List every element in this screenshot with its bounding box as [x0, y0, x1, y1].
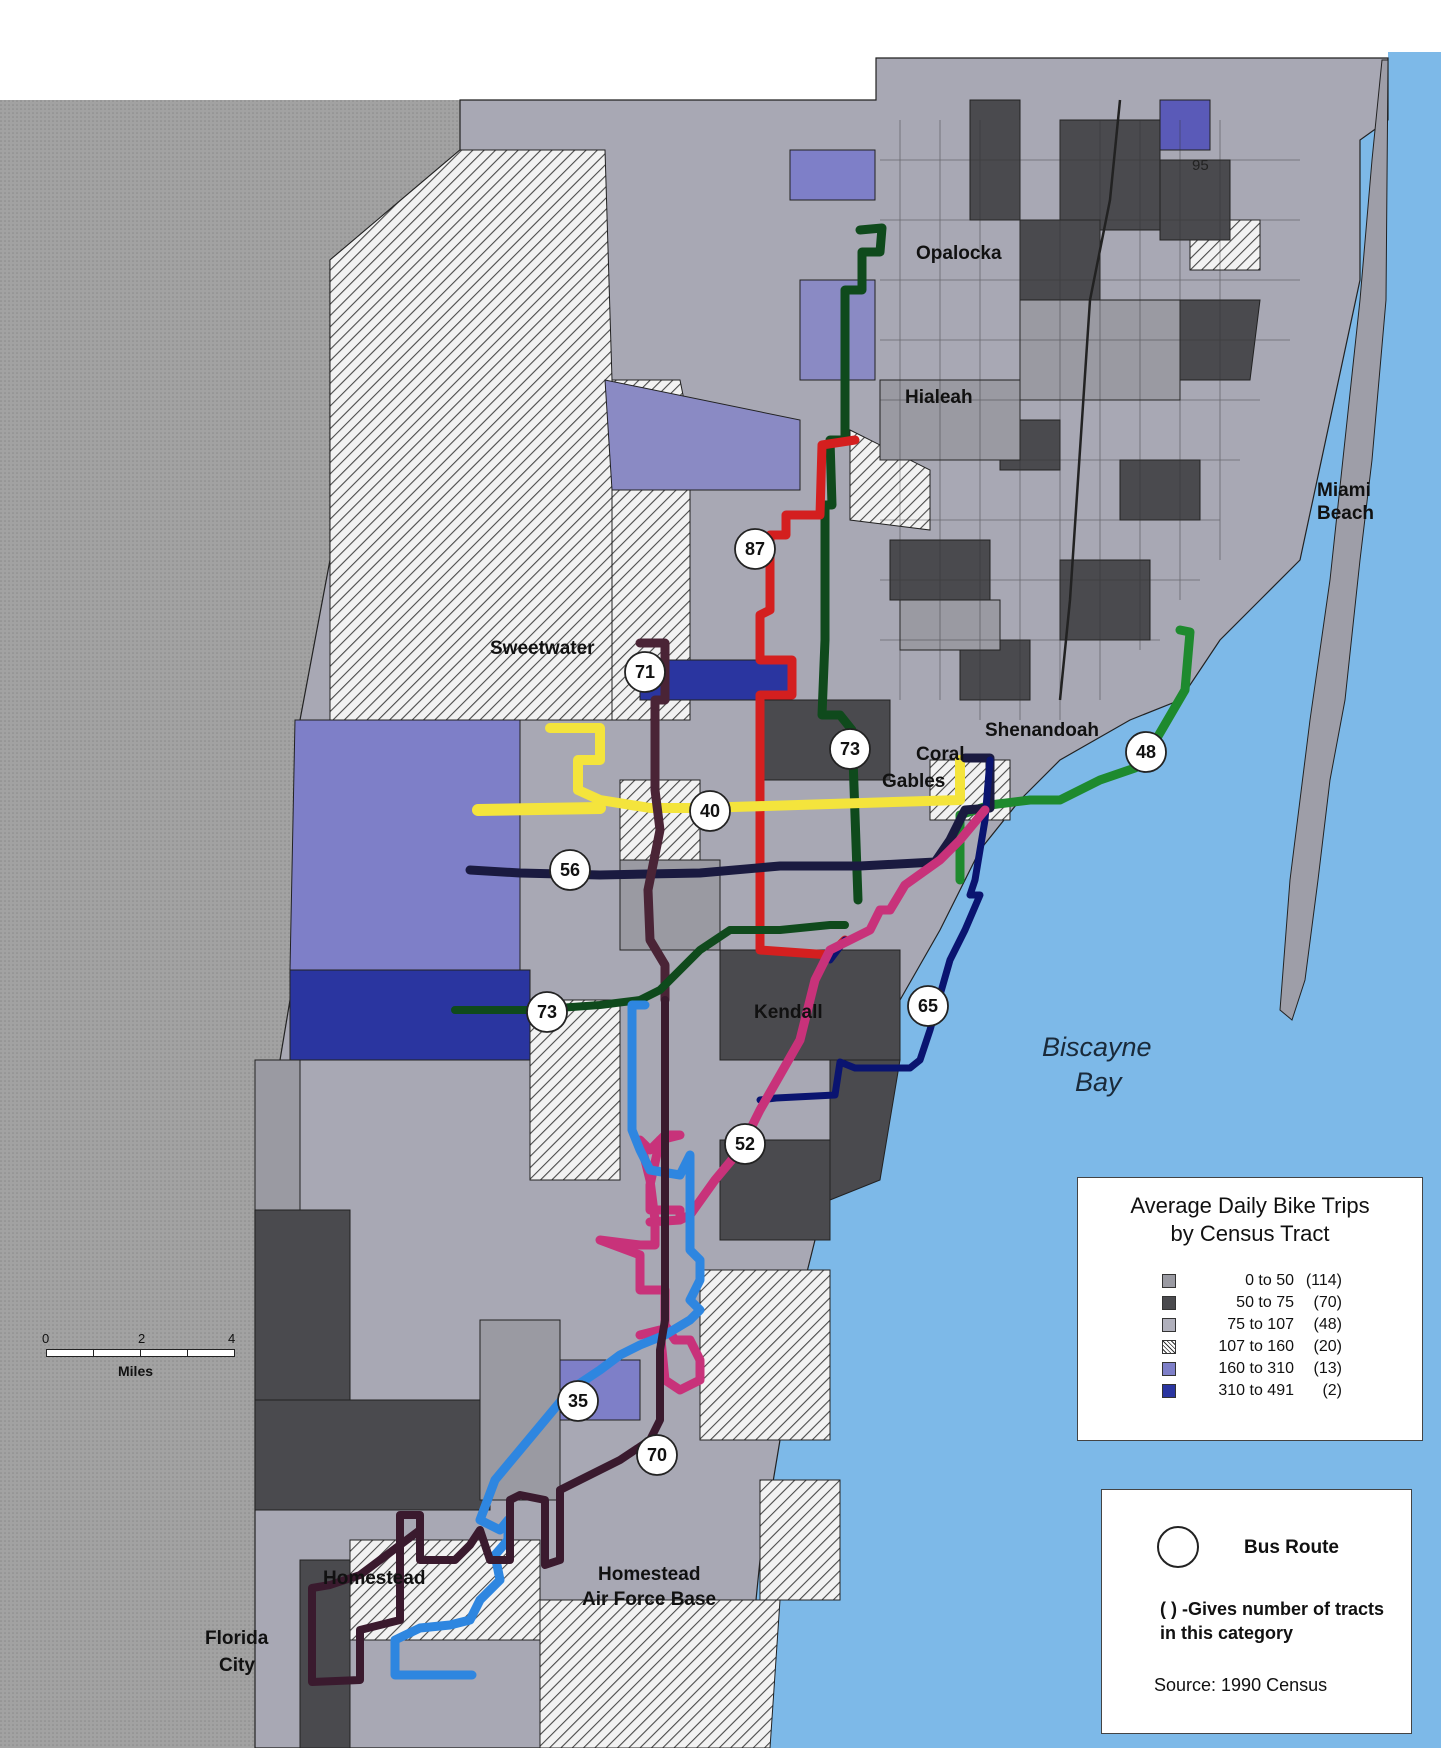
svg-text:52: 52	[735, 1134, 755, 1154]
legend-range: 160 to 310	[1218, 1360, 1294, 1377]
route-marker-65[interactable]: 65	[907, 985, 949, 1027]
label-florida-city-1: Florida	[205, 1628, 269, 1649]
svg-text:71: 71	[635, 662, 655, 682]
label-interstate-95: 95	[1192, 157, 1209, 174]
scale-tick-0: 0	[42, 1331, 50, 1346]
scale-unit: Miles	[118, 1363, 154, 1379]
legend-row: 107 to 160 (20)	[1162, 1336, 1342, 1358]
bus-route-circle-icon	[1157, 1526, 1199, 1568]
scale-bar-graphic	[46, 1349, 235, 1357]
svg-text:73: 73	[840, 739, 860, 759]
route-marker-56[interactable]: 56	[549, 849, 591, 891]
western-county-area	[0, 100, 460, 1748]
legend-swatch	[1162, 1296, 1176, 1310]
route-marker-73-south[interactable]: 73	[526, 991, 568, 1033]
tract-count-note: ( ) -Gives number of tracts in this cate…	[1160, 1599, 1385, 1643]
label-homestead-afb-2: Air Force Base	[582, 1589, 716, 1610]
route-marker-35[interactable]: 35	[557, 1380, 599, 1422]
label-miami-beach-1: Miami	[1317, 480, 1371, 501]
legend-range: 310 to 491	[1218, 1382, 1294, 1399]
label-sweetwater: Sweetwater	[490, 638, 595, 659]
legend-range: 107 to 160	[1218, 1338, 1294, 1355]
route-marker-70[interactable]: 70	[636, 1434, 678, 1476]
label-homestead-afb-1: Homestead	[598, 1564, 700, 1585]
legend-row: 310 to 491 (2)	[1162, 1380, 1342, 1402]
legend-range: 0 to 50	[1245, 1272, 1294, 1289]
legend-swatch	[1162, 1340, 1176, 1354]
route-marker-87[interactable]: 87	[734, 528, 776, 570]
scale-tick-4: 4	[228, 1331, 236, 1346]
label-biscayne-2: Bay	[1075, 1067, 1123, 1097]
legend-title-line2: by Census Tract	[1170, 1221, 1330, 1246]
svg-text:73: 73	[537, 1002, 557, 1022]
label-biscayne-1: Biscayne	[1042, 1032, 1152, 1062]
route-marker-52[interactable]: 52	[724, 1123, 766, 1165]
legend-count: (48)	[1313, 1316, 1342, 1333]
svg-text:70: 70	[647, 1445, 667, 1465]
label-homestead: Homestead	[323, 1568, 425, 1589]
miami-beach-island	[1279, 59, 1389, 1021]
svg-text:40: 40	[700, 801, 720, 821]
route-40-west-line	[472, 802, 606, 816]
svg-text:35: 35	[568, 1391, 588, 1411]
label-coral-gables-1: Coral	[916, 744, 965, 765]
route-markers: 87 71 73 48 40 56 73 65 52 35 70	[526, 528, 1167, 1476]
scale-tick-2: 2	[138, 1331, 146, 1346]
route-70-line	[308, 996, 669, 1686]
legend-row: 0 to 50 (114)	[1162, 1270, 1342, 1292]
route-marker-40[interactable]: 40	[689, 790, 731, 832]
legend-count: (70)	[1313, 1294, 1342, 1311]
source-note: Source: 1990 Census	[1154, 1675, 1328, 1695]
legend-count: (2)	[1322, 1382, 1342, 1399]
label-hialeah: Hialeah	[905, 387, 973, 408]
legend-range: 50 to 75	[1236, 1294, 1294, 1311]
route-35-line	[390, 1000, 705, 1680]
label-shenandoah: Shenandoah	[985, 720, 1099, 741]
label-miami-beach-2: Beach	[1317, 503, 1374, 524]
bus-route-legend: Bus Route ( ) -Gives number of tracts in…	[1101, 1489, 1412, 1734]
svg-text:87: 87	[745, 539, 765, 559]
top-margin	[0, 0, 1441, 100]
census-tract-legend: Average Daily Bike Trips by Census Tract…	[1077, 1177, 1423, 1441]
label-opalocka: Opalocka	[916, 243, 1002, 264]
label-kendall: Kendall	[754, 1002, 823, 1023]
legend-title-line1: Average Daily Bike Trips	[1130, 1193, 1370, 1218]
legend-swatch	[1162, 1362, 1176, 1376]
street-grid	[880, 120, 1300, 720]
legend-title: Average Daily Bike Trips by Census Tract	[1078, 1192, 1422, 1248]
svg-text:56: 56	[560, 860, 580, 880]
legend-swatch	[1162, 1274, 1176, 1288]
legend-range: 75 to 107	[1227, 1316, 1294, 1333]
route-marker-73-north[interactable]: 73	[829, 728, 871, 770]
label-coral-gables-2: Gables	[882, 771, 945, 792]
tracts-310-491	[289, 659, 791, 1061]
place-labels: Opalocka Hialeah Miami Beach Sweetwater …	[205, 157, 1374, 1676]
legend-swatch	[1162, 1318, 1176, 1332]
svg-text:65: 65	[918, 996, 938, 1016]
legend-row: 75 to 107 (48)	[1162, 1314, 1342, 1336]
legend-count: (114)	[1305, 1272, 1342, 1289]
legend-count: (13)	[1313, 1360, 1342, 1377]
interstate-95-road	[1058, 99, 1122, 701]
label-florida-city-2: City	[219, 1655, 255, 1676]
legend-rows: 0 to 50 (114) 50 to 75 (70) 75 to 107 (4…	[1162, 1270, 1342, 1402]
route-marker-48[interactable]: 48	[1125, 731, 1167, 773]
bus-routes	[308, 223, 1195, 1686]
route-52-line	[595, 805, 990, 1395]
route-40-line	[545, 723, 965, 813]
tracts-160-310	[289, 99, 1211, 1421]
legend-count: (20)	[1313, 1338, 1342, 1355]
route-marker-71[interactable]: 71	[624, 651, 666, 693]
legend-swatch	[1162, 1384, 1176, 1398]
svg-text:48: 48	[1136, 742, 1156, 762]
legend-row: 160 to 310 (13)	[1162, 1358, 1342, 1380]
legend-row: 50 to 75 (70)	[1162, 1292, 1342, 1314]
bus-route-label: Bus Route	[1244, 1537, 1339, 1558]
